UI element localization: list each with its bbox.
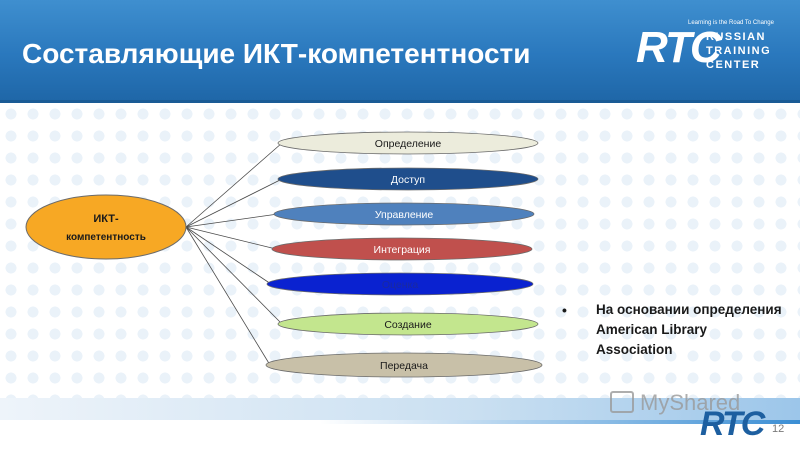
connector-line <box>185 213 279 228</box>
connector-line <box>185 226 283 325</box>
logo-word: RUSSIAN <box>706 31 767 43</box>
branch-ellipse <box>277 131 539 155</box>
watermark: MyShared <box>610 390 740 416</box>
branch-label: Оценка <box>382 279 419 291</box>
connector-line <box>185 226 272 285</box>
slide-title: Составляющие ИКТ-компетентности <box>22 38 531 69</box>
branch-ellipse <box>277 312 539 336</box>
branch-label: Доступ <box>391 174 425 186</box>
logo-word: TRAINING <box>706 45 772 57</box>
connector-line <box>185 226 277 250</box>
branch-ellipse <box>271 237 533 261</box>
header-bar <box>0 0 800 100</box>
bullet-marker: • <box>562 302 567 318</box>
branch-label: Определение <box>375 138 442 150</box>
center-label-line2: компетентность <box>66 232 146 243</box>
center-label-line1: ИКТ- <box>93 213 119 225</box>
note-bullet: • На основании определения American Libr… <box>562 300 786 360</box>
center-ellipse <box>25 194 187 260</box>
branch-ellipse <box>266 272 534 296</box>
logo-words: RUSSIAN TRAINING CENTER <box>706 30 771 72</box>
connector-lines <box>185 142 283 366</box>
rtc-logo: RTC Learning is the Road To Change RUSSI… <box>636 18 786 82</box>
page-number: 12 <box>772 423 785 435</box>
branch-label: Передача <box>380 360 428 372</box>
presentation-icon <box>610 391 634 413</box>
watermark-text: MyShared <box>640 390 741 415</box>
connector-line <box>185 178 283 228</box>
note-text: На основании определения American Librar… <box>596 302 782 357</box>
logo-tagline: Learning is the Road To Change <box>688 20 774 26</box>
footer-stripe <box>0 420 800 424</box>
footer-band <box>0 398 800 420</box>
logo-word: CENTER <box>706 59 761 71</box>
connector-line <box>185 142 283 228</box>
branch-ellipse <box>277 167 539 191</box>
branch-label: Создание <box>384 319 432 331</box>
connector-line <box>185 226 271 366</box>
branch-ellipse <box>273 202 535 226</box>
branch-ellipse <box>265 352 543 378</box>
branch-nodes: ОпределениеДоступУправлениеИнтеграцияОце… <box>265 131 543 378</box>
header-divider <box>0 100 800 103</box>
logo-letters: RTC <box>636 23 722 72</box>
footer-logo: RTC <box>700 405 765 443</box>
branch-label: Интеграция <box>374 244 431 256</box>
branch-label: Управление <box>375 209 434 221</box>
center-node: ИКТ- компетентность <box>25 194 187 260</box>
